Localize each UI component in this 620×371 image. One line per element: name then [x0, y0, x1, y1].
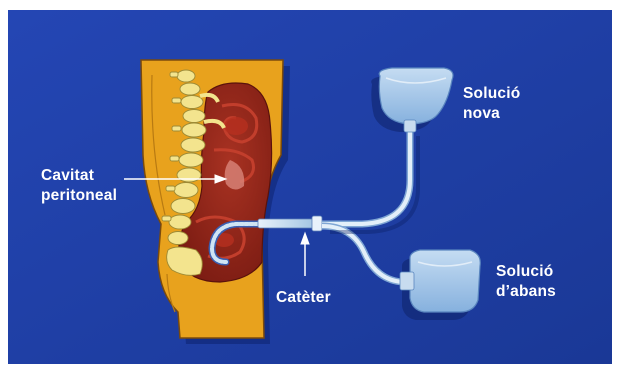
label-old-solution-line1: Solució — [496, 262, 556, 282]
label-catheter: Catèter — [276, 288, 331, 308]
label-old-solution: Solució d’abans — [496, 262, 556, 302]
label-peritoneal-cavity-line1: Cavitat — [41, 166, 117, 186]
old-solution-bag — [400, 250, 480, 320]
label-new-solution-line1: Solució — [463, 84, 520, 104]
label-new-solution: Solució nova — [463, 84, 520, 124]
label-peritoneal-cavity: Cavitat peritoneal — [41, 166, 117, 206]
label-catheter-text: Catèter — [276, 288, 331, 308]
label-peritoneal-cavity-line2: peritoneal — [41, 186, 117, 206]
label-old-solution-line2: d’abans — [496, 282, 556, 302]
label-new-solution-line2: nova — [463, 104, 520, 124]
